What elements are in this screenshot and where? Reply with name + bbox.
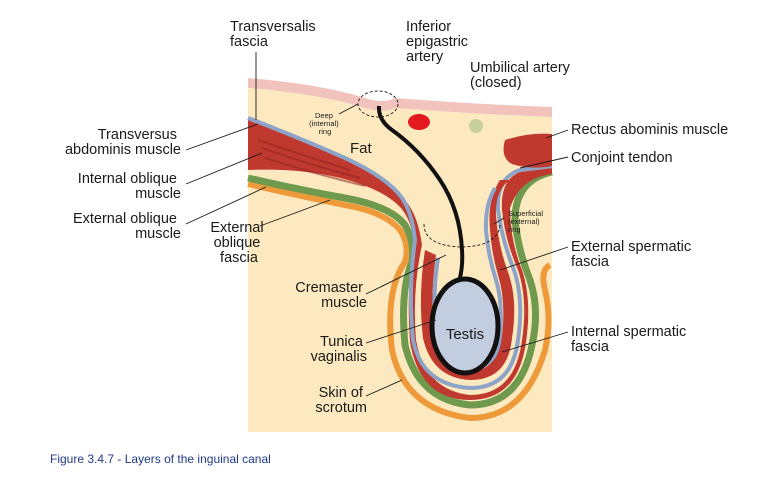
leader-conjoint-tendon	[519, 156, 569, 169]
caption-separator: -	[114, 452, 125, 466]
label-conjoint-tendon: Conjoint tendon	[571, 150, 673, 166]
label-umbilical-artery: Umbilical artery (closed)	[470, 60, 574, 91]
superficial-ring-marker	[423, 223, 501, 248]
inferior-epigastric-artery	[408, 114, 430, 130]
label-deep-ring: Deep (internal) ring	[309, 111, 341, 136]
label-superficial-ring: Superficial (external) ring	[508, 209, 545, 234]
transversalis-fascia-layer	[247, 116, 553, 391]
label-internal-oblique-muscle: Internal oblique muscle	[78, 171, 181, 202]
umbilical-artery	[469, 119, 483, 133]
figure-number: Figure 3.4.7	[50, 452, 115, 466]
caption-text: Layers of the inguinal canal	[124, 452, 271, 466]
label-testis: Testis	[446, 326, 484, 343]
muscle-layer	[248, 120, 552, 400]
leader-cremaster	[365, 254, 447, 295]
skin-layer-top	[248, 78, 552, 117]
label-external-oblique-fascia: External oblique fascia	[210, 220, 267, 266]
figure-caption: Figure 3.4.7 - Layers of the inguinal ca…	[50, 452, 271, 466]
rectus-abdominis-muscle	[503, 133, 552, 168]
label-tunica-vaginalis: Tunica vaginalis	[311, 334, 367, 365]
leader-external-spermatic	[499, 246, 569, 271]
spermatic-cord	[376, 105, 465, 279]
label-inferior-epigastric-artery: Inferior epigastric artery	[406, 19, 472, 65]
label-external-spermatic-fascia: External spermatic fascia	[571, 239, 695, 270]
internal-oblique-streaks	[257, 139, 366, 187]
leader-external-oblique-fascia	[259, 199, 331, 227]
label-transversus-abdominis-muscle: Transversus abdominis muscle	[65, 127, 181, 158]
label-rectus-abdominis-muscle: Rectus abominis muscle	[571, 122, 728, 138]
label-internal-spermatic-fascia: Internal spermatic fascia	[571, 324, 690, 355]
leader-deep-ring	[338, 103, 359, 115]
skin-of-scrotum-layer	[247, 181, 552, 422]
label-cremaster-muscle: Cremaster muscle	[295, 280, 367, 311]
leader-superficial-ring	[493, 217, 505, 225]
external-spermatic-fascia-layer	[247, 168, 553, 409]
canal-inner-muscle	[420, 180, 515, 380]
label-fat: Fat	[350, 140, 373, 157]
leader-external-oblique-muscle	[185, 186, 267, 225]
testis	[429, 276, 501, 376]
leader-internal-spermatic	[501, 331, 569, 353]
anatomy-illustration	[247, 78, 553, 432]
leader-internal-oblique	[185, 152, 263, 185]
leader-tunica	[365, 319, 437, 344]
labels: Transversalis fascia Inferior epigastric…	[65, 19, 728, 416]
leader-lines	[185, 52, 569, 397]
label-transversalis-fascia: Transversalis fascia	[230, 19, 320, 50]
leader-rectus	[545, 129, 569, 139]
leader-transversus-abdominis	[185, 123, 259, 151]
label-skin-of-scrotum: Skin of scrotum	[315, 385, 367, 416]
label-external-oblique-muscle: External oblique muscle	[73, 211, 181, 242]
leader-skin-of-scrotum	[365, 379, 403, 397]
